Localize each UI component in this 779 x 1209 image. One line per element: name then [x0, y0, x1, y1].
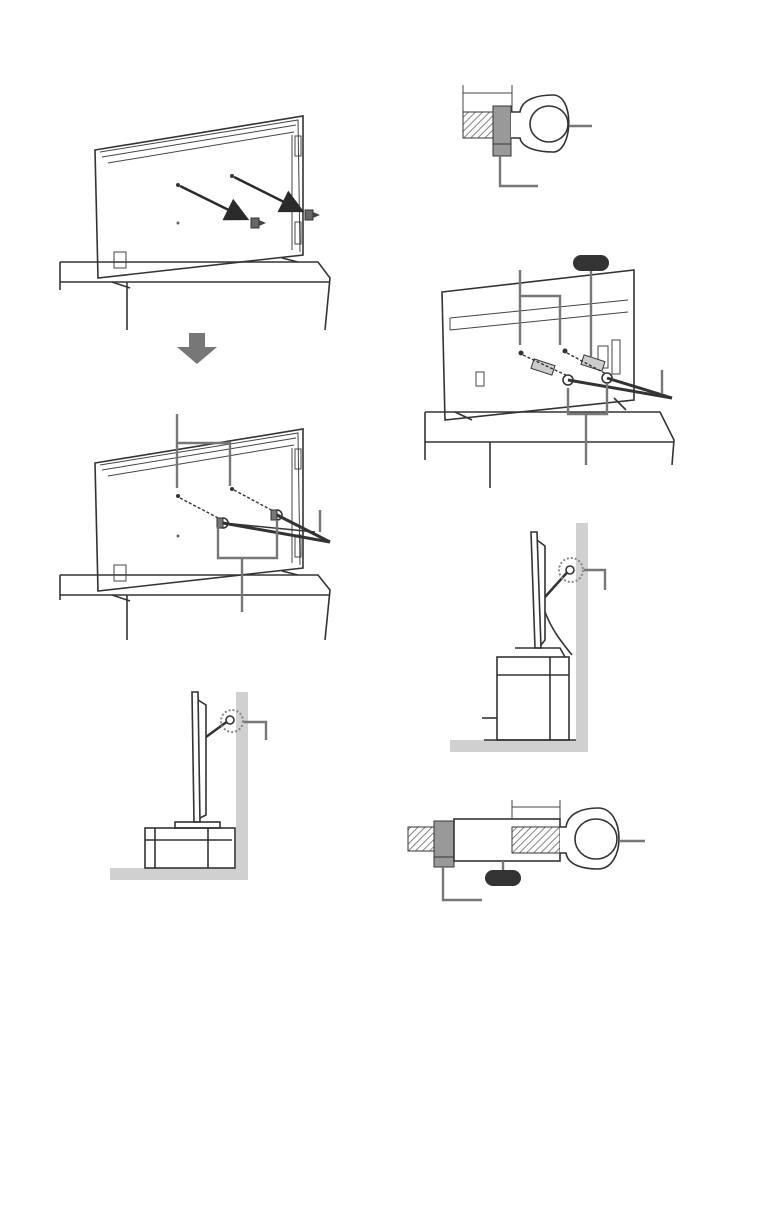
spacer-badge [573, 255, 609, 271]
eye-bolt-detail-top-figure [463, 85, 592, 186]
bolt-nut [493, 106, 511, 144]
mount-hole [519, 351, 524, 356]
strap-icon [568, 378, 672, 398]
mount-hole [176, 183, 180, 187]
spacer-icon [531, 355, 605, 375]
bolt-thread [463, 112, 493, 138]
alignment-line [234, 490, 275, 512]
table [60, 262, 330, 330]
tv-back [442, 270, 634, 420]
tv-attach-anchors-with-spacer-figure [425, 255, 674, 488]
tv-stand [145, 828, 235, 868]
table [60, 575, 330, 640]
side-view-large-tv-figure [450, 523, 605, 752]
mount-hole [177, 535, 180, 538]
wall [236, 692, 248, 880]
callout-nut [500, 156, 538, 186]
removal-arrow [180, 186, 245, 218]
foot-right [614, 398, 626, 410]
bolt-nut [434, 821, 454, 857]
mount-hole [177, 222, 180, 225]
screw-icon [251, 218, 266, 228]
screw-icon [305, 210, 320, 220]
eye-bolt-icon [566, 566, 574, 574]
spacer-badge [485, 870, 521, 886]
floor [450, 740, 588, 752]
mount-hole [563, 349, 568, 354]
alignment-line [523, 355, 572, 378]
tv-remove-screws-figure [60, 116, 330, 330]
bolt-thread [408, 827, 434, 851]
mount-hole [176, 494, 180, 498]
tv-stand [497, 657, 569, 740]
tv-attach-anchors-figure [60, 414, 330, 640]
removal-arrow [234, 177, 300, 210]
floor [110, 868, 246, 880]
alignment-line [180, 498, 222, 520]
eye-bolt-icon [271, 510, 282, 520]
wall [576, 523, 588, 752]
callout-brackets [568, 384, 607, 414]
eye-bolt-detail-spacer-figure [408, 800, 645, 900]
eye-bolt-icon [226, 716, 234, 724]
callout-nut [443, 867, 482, 900]
down-arrow-icon [177, 333, 217, 364]
tv-panel [531, 532, 541, 648]
mount-hole [230, 487, 234, 491]
mount-hole [230, 174, 234, 178]
side-view-small-tv-figure [110, 692, 266, 880]
table [425, 412, 674, 488]
tv-panel [192, 692, 200, 822]
